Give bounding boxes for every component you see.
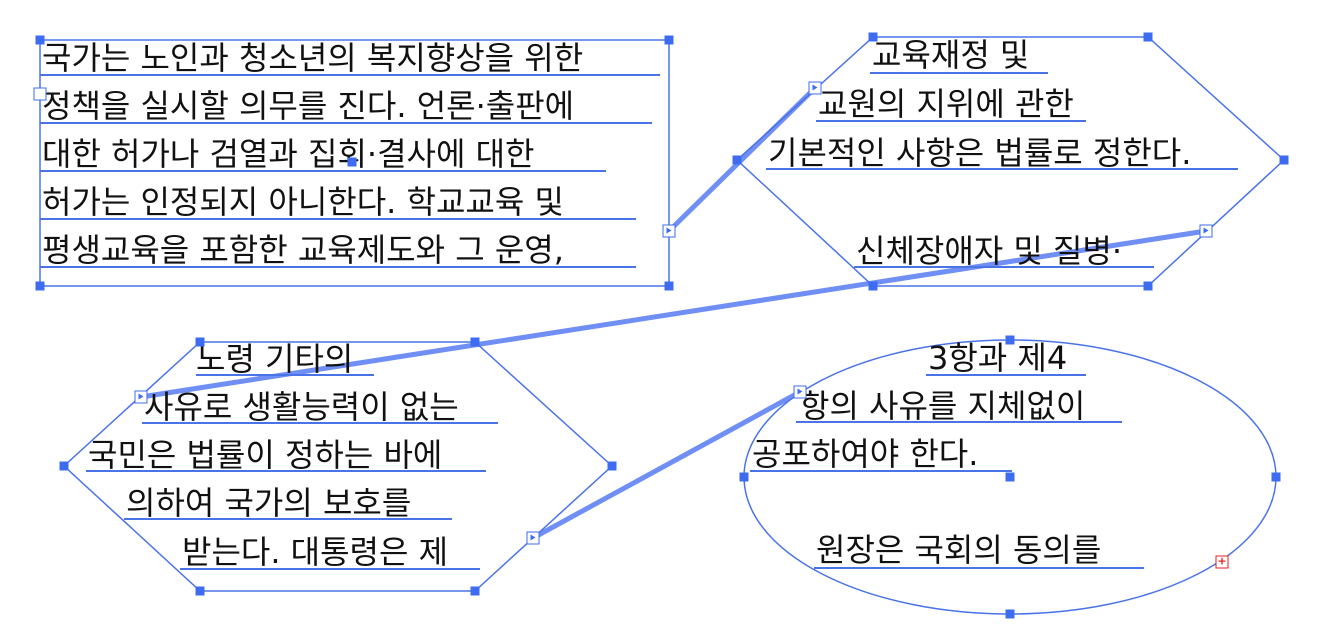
- hex-top-handle-5[interactable]: [868, 281, 878, 291]
- hex-bottom-handle-1[interactable]: [195, 337, 205, 347]
- ellipse-handle-left[interactable]: [739, 472, 749, 482]
- text-baseline: [40, 218, 636, 220]
- text-baseline: [926, 374, 1086, 376]
- rect-frame-line-1: 국가는 노인과 청소년의 복지향상을 위한: [42, 39, 584, 77]
- hex-top-handle-4[interactable]: [1143, 281, 1153, 291]
- hex-bottom-handle-4[interactable]: [470, 586, 480, 596]
- text-baseline: [796, 421, 1122, 423]
- hex-bottom-line-3: 국민은 법률이 정하는 바에: [88, 436, 443, 474]
- hex-bottom-in-port-icon[interactable]: [134, 390, 148, 404]
- hex-top-line-5: 신체장애자 및 질병·: [856, 232, 1123, 270]
- hex-top-out-port-icon[interactable]: [1199, 224, 1213, 238]
- hex-top-handle-2[interactable]: [1143, 32, 1153, 42]
- text-baseline: [40, 266, 636, 268]
- text-baseline: [142, 422, 498, 424]
- hex-top-handle-3[interactable]: [1279, 155, 1289, 165]
- rect-handle-tr[interactable]: [664, 35, 674, 45]
- text-baseline: [40, 74, 660, 76]
- ellipse-line-2: 항의 사유를 지체없이: [800, 387, 1086, 425]
- ellipse-line-3: 공포하여야 한다.: [752, 435, 979, 473]
- text-thread-2: [140, 228, 1207, 400]
- text-baseline: [86, 470, 486, 472]
- text-baseline: [870, 72, 1048, 74]
- text-thread-3: [531, 389, 802, 541]
- hex-bottom-line-2: 사유로 생활능력이 없는: [144, 388, 459, 426]
- rect-in-port-icon[interactable]: [33, 87, 47, 101]
- hex-bottom-line-1: 노령 기타의: [196, 340, 354, 378]
- text-baseline: [40, 170, 606, 172]
- rect-handle-tl[interactable]: [35, 35, 45, 45]
- text-baseline: [814, 567, 1144, 569]
- hex-bottom-out-port-icon[interactable]: [526, 531, 540, 545]
- hex-bottom-line-5: 받는다. 대통령은 제: [182, 533, 449, 571]
- ellipse-in-port-icon[interactable]: [793, 385, 807, 399]
- ellipse-handle-bottom[interactable]: [1005, 609, 1015, 619]
- text-baseline: [180, 568, 480, 570]
- overset-text-plus-icon[interactable]: +: [1215, 554, 1229, 569]
- rect-frame-outline[interactable]: [39, 39, 670, 287]
- rect-handle-bl[interactable]: [35, 281, 45, 291]
- ellipse-handle-right[interactable]: [1271, 472, 1281, 482]
- hex-top-line-1: 교육재정 및: [872, 36, 1030, 74]
- text-baseline: [750, 470, 1012, 472]
- rect-handle-center[interactable]: [347, 157, 357, 167]
- hex-bottom-line-4: 의하여 국가의 보호를: [126, 484, 412, 522]
- rect-frame-line-5: 평생교육을 포함한 교육제도와 그 운영,: [42, 231, 564, 269]
- ellipse-handle-top[interactable]: [1005, 335, 1015, 345]
- rect-out-port-icon[interactable]: [662, 224, 676, 238]
- ellipse-line-5: 원장은 국회의 동의를: [816, 531, 1102, 569]
- hex-bottom-handle-2[interactable]: [470, 337, 480, 347]
- ellipse-line-1: 3항과 제4: [928, 339, 1068, 377]
- text-baseline: [40, 122, 652, 124]
- hex-top-handle-1[interactable]: [868, 32, 878, 42]
- hex-top-line-3: 기본적인 사항은 법률로 정한다.: [768, 134, 1192, 172]
- hex-bottom-handle-6[interactable]: [59, 461, 69, 471]
- hex-top-line-2: 교원의 지위에 관한: [818, 85, 1074, 123]
- rect-frame-line-3: 대한 허가나 검열과 집회·결사에 대한: [42, 135, 535, 173]
- rect-handle-br[interactable]: [664, 281, 674, 291]
- ellipse-handle-center[interactable]: [1005, 472, 1015, 482]
- text-baseline: [854, 266, 1154, 268]
- text-baseline: [766, 168, 1238, 170]
- hex-bottom-handle-3[interactable]: [607, 461, 617, 471]
- hex-bottom-handle-5[interactable]: [195, 586, 205, 596]
- rect-frame-line-4: 허가는 인정되지 아니한다. 학교교육 및: [42, 183, 564, 221]
- text-baseline: [196, 374, 374, 376]
- text-baseline: [124, 518, 452, 520]
- hex-top-in-port-icon[interactable]: [808, 81, 822, 95]
- text-baseline: [816, 120, 1086, 122]
- rect-frame-line-2: 정책을 실시할 의무를 진다. 언론·출판에: [42, 87, 575, 125]
- hex-top-handle-6[interactable]: [732, 155, 742, 165]
